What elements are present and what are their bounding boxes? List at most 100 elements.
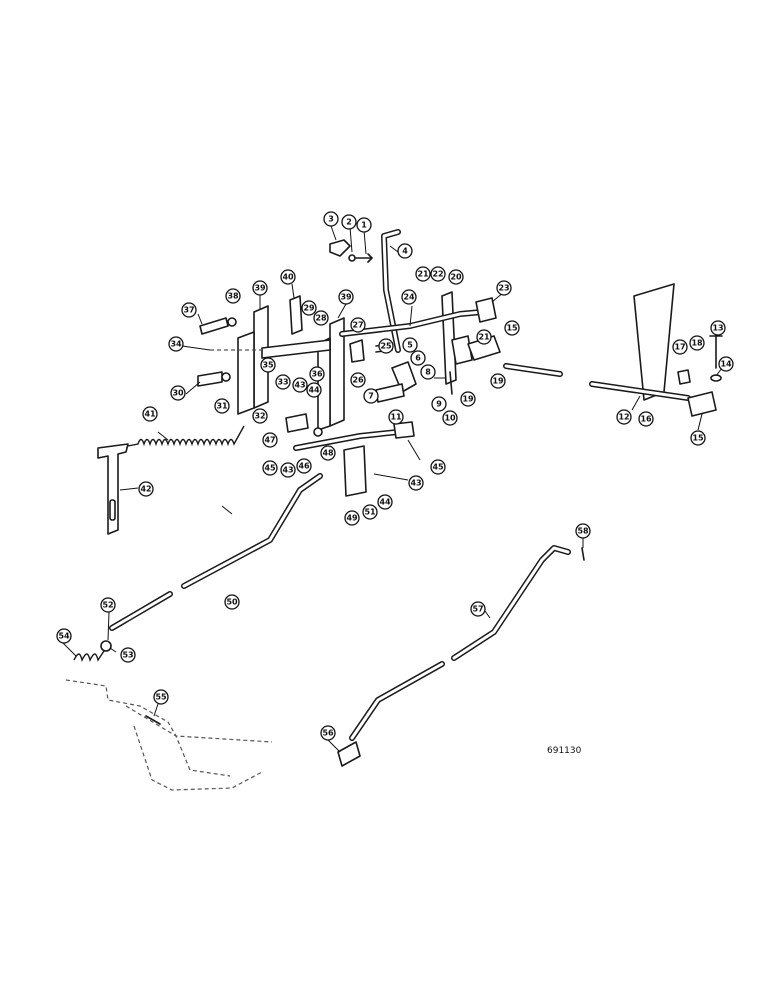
callout-39b: 39	[338, 289, 354, 305]
svg-text:53: 53	[122, 651, 133, 660]
svg-text:8: 8	[425, 368, 431, 377]
callout-43b: 43	[280, 462, 296, 478]
svg-text:47: 47	[264, 436, 275, 445]
svg-text:21: 21	[478, 333, 490, 342]
svg-text:58: 58	[577, 527, 589, 536]
callout-15b: 15	[690, 430, 706, 446]
callouts: 3 2 1 4 21 22 20 23 40 38 39 37 29 28 39…	[56, 211, 734, 741]
callout-2: 2	[341, 214, 357, 230]
callout-57: 57	[470, 601, 486, 617]
callout-37: 37	[181, 302, 197, 318]
callout-38: 38	[225, 288, 241, 304]
callout-54: 54	[56, 628, 72, 644]
svg-text:27: 27	[352, 321, 363, 330]
callout-49: 49	[344, 510, 360, 526]
pedal-12	[633, 283, 675, 401]
svg-text:43: 43	[294, 381, 305, 390]
svg-text:36: 36	[311, 370, 323, 379]
end-56	[337, 741, 361, 767]
svg-text:2: 2	[346, 218, 352, 227]
callout-56: 56	[320, 725, 336, 741]
clevis-21	[475, 297, 497, 323]
callout-43c: 43	[408, 475, 424, 491]
callout-30: 30	[170, 385, 186, 401]
bracket-49	[343, 445, 367, 497]
svg-text:19: 19	[462, 395, 474, 404]
rod-57	[349, 545, 571, 741]
svg-text:48: 48	[322, 449, 334, 458]
svg-text:46: 46	[298, 462, 310, 471]
callout-36: 36	[309, 366, 325, 382]
nut-53	[100, 640, 112, 652]
callout-20: 20	[448, 269, 464, 285]
svg-text:28: 28	[315, 314, 327, 323]
svg-text:10: 10	[444, 414, 456, 423]
callout-16: 16	[638, 411, 654, 427]
reference-code: 691130	[547, 746, 582, 756]
sleeve-17	[677, 369, 691, 385]
svg-text:37: 37	[183, 306, 194, 315]
callout-43: 43	[292, 377, 308, 393]
svg-text:45: 45	[432, 463, 444, 472]
callout-26: 26	[350, 372, 366, 388]
callout-48: 48	[320, 445, 336, 461]
svg-text:55: 55	[155, 693, 167, 702]
spring-54	[73, 647, 107, 663]
svg-text:31: 31	[216, 402, 228, 411]
callout-45: 45	[262, 460, 278, 476]
callout-39: 39	[252, 280, 268, 296]
callout-11: 11	[388, 409, 404, 425]
callout-47: 47	[262, 432, 278, 448]
block-15b	[687, 391, 717, 417]
bracket-20	[441, 291, 457, 385]
link-11	[375, 383, 405, 403]
bracket-3	[329, 239, 351, 257]
bolt-1	[355, 253, 373, 263]
callout-6: 6	[410, 350, 426, 366]
svg-text:11: 11	[390, 413, 402, 422]
callout-5: 5	[402, 337, 418, 353]
svg-text:57: 57	[472, 605, 483, 614]
callout-44b: 44	[377, 494, 393, 510]
callout-53: 53	[120, 647, 136, 663]
svg-text:22: 22	[432, 270, 443, 279]
shaft-35	[261, 339, 331, 359]
svg-text:1: 1	[361, 221, 367, 230]
callout-4: 4	[397, 243, 413, 259]
callout-55: 55	[153, 689, 169, 705]
callout-32: 32	[252, 408, 268, 424]
clevis-45	[393, 421, 415, 439]
svg-text:33: 33	[277, 378, 288, 387]
svg-text:12: 12	[618, 413, 629, 422]
svg-text:21: 21	[417, 270, 429, 279]
callout-12: 12	[616, 409, 632, 425]
callout-17: 17	[672, 339, 688, 355]
svg-text:39: 39	[254, 284, 266, 293]
svg-text:43: 43	[282, 466, 293, 475]
callout-28: 28	[313, 310, 329, 326]
callout-51: 51	[362, 504, 378, 520]
bracket-42	[97, 443, 129, 535]
callout-3: 3	[323, 211, 339, 227]
svg-text:52: 52	[102, 601, 113, 610]
callout-42: 42	[138, 481, 154, 497]
svg-text:45: 45	[264, 464, 276, 473]
lower-frame-outline	[65, 679, 273, 791]
callout-19: 19	[490, 373, 506, 389]
callout-35: 35	[260, 357, 276, 373]
callout-24: 24	[401, 289, 417, 305]
svg-text:44: 44	[379, 498, 391, 507]
svg-text:7: 7	[368, 392, 374, 401]
bolt-13	[709, 333, 723, 369]
svg-text:34: 34	[170, 340, 182, 349]
callout-1: 1	[356, 217, 372, 233]
callout-29: 29	[301, 300, 317, 316]
callout-19b: 19	[460, 391, 476, 407]
svg-text:20: 20	[450, 273, 462, 282]
callout-58: 58	[575, 523, 591, 539]
svg-text:6: 6	[415, 354, 421, 363]
callout-15: 15	[504, 320, 520, 336]
callout-31: 31	[214, 398, 230, 414]
svg-text:39: 39	[340, 293, 352, 302]
parts-artwork	[65, 229, 723, 791]
